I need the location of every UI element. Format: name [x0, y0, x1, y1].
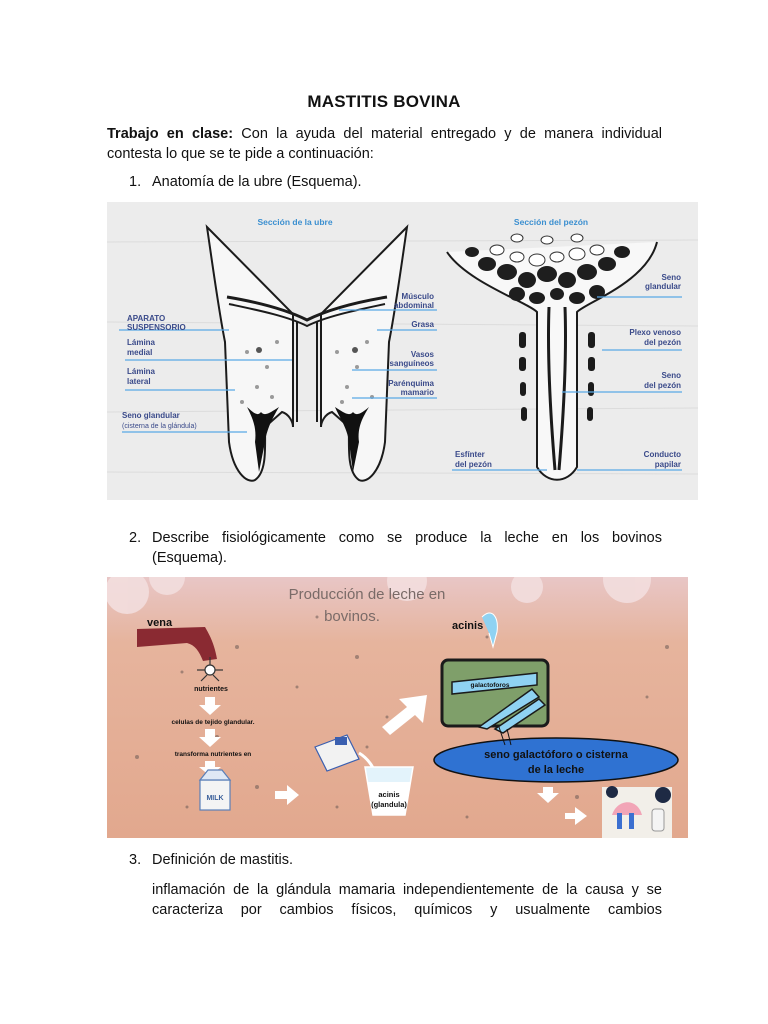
item-text: Definición de mastitis. — [152, 852, 294, 868]
label-seno-glandular-teat-1: Seno — [661, 273, 681, 282]
list-item-1: 1. Anatomía de la ubre (Esquema). — [129, 172, 662, 192]
item-text: Anatomía de la ubre (Esquema). — [152, 174, 362, 190]
speckle-texture — [135, 615, 669, 819]
list-item-2: 2. Describe fisiológicamente como se pro… — [129, 528, 662, 568]
label-vena: vena — [147, 617, 173, 629]
teat-section-drawing — [446, 233, 658, 481]
water-drop-icon — [481, 612, 498, 649]
label-plexo-1: Plexo venoso — [629, 328, 681, 337]
label-grasa: Grasa — [411, 320, 434, 329]
label-milk: MILK — [206, 795, 223, 802]
figure2-title-line1: Producción de leche en — [289, 586, 446, 603]
udder-anatomy-figure: Sección de la ubre Sección del pezón APA… — [107, 202, 698, 500]
udder-section-title: Sección de la ubre — [257, 217, 332, 227]
label-parenquima-1: Parénquima — [388, 379, 434, 388]
label-cisterna: (cisterna de la glándula) — [122, 423, 197, 430]
answer-paragraph: inflamación de la glándula mamaria indep… — [152, 882, 662, 918]
document-title: MASTITIS BOVINA — [307, 92, 461, 111]
label-lamina-medial-1: Lámina — [127, 338, 156, 347]
nutrient-molecule-icon — [197, 657, 223, 682]
figure2-title-line2: bovinos. — [324, 608, 380, 625]
label-aparato-1: APARATO — [127, 314, 165, 323]
item-number: 1. — [129, 174, 142, 190]
label-musculo-2: abdominal — [394, 301, 434, 310]
label-nutrientes: nutrientes — [194, 686, 228, 693]
label-seno-pezon-1: Seno — [661, 371, 681, 380]
arrow-down-icon — [199, 761, 221, 776]
item-text: Describe fisiológicamente como se produc… — [152, 530, 662, 566]
arrow-right-icon — [275, 785, 299, 805]
label-aparato-2: SUSPENSORIO — [127, 323, 186, 332]
label-seno-glandular-teat-2: glandular — [645, 282, 681, 291]
arrow-down-icon — [199, 729, 221, 747]
label-transforma: transforma nutrientes en — [175, 751, 252, 758]
label-seno-glandular: Seno glandular — [122, 411, 180, 420]
label-lamina-lateral-2: lateral — [127, 377, 151, 386]
arrow-right-icon — [565, 807, 587, 825]
label-celulas: celulas de tejido glandular. — [171, 719, 254, 726]
label-lamina-lateral-1: Lámina — [127, 367, 156, 376]
milk-production-figure: Producción de leche en bovinos. vena nut… — [107, 577, 688, 838]
label-conducto-1: Conducto — [644, 450, 681, 459]
label-seno-pezon-2: del pezón — [644, 381, 681, 390]
galactophore-box — [440, 658, 550, 734]
label-seno-galactoforo-2: de la leche — [528, 764, 584, 776]
intro-text: Con la ayuda del material entregado y de… — [107, 126, 663, 162]
arrow-down-icon — [199, 697, 221, 715]
list-item-3: 3. Definición de mastitis. — [129, 850, 662, 870]
label-musculo-1: Músculo — [402, 292, 435, 301]
vein-shape — [137, 627, 217, 661]
intro-paragraph: Trabajo en clase: Con la ayuda del mater… — [107, 124, 662, 164]
label-leader-lines — [119, 296, 682, 471]
label-parenquima-2: mamario — [401, 388, 434, 397]
intro-label: Trabajo en clase: — [107, 126, 234, 142]
label-acinis-top: acinis — [452, 620, 483, 632]
gland-cistern-shape — [247, 407, 369, 472]
label-vasos-1: Vasos — [411, 350, 435, 359]
arrow-down-icon — [537, 787, 559, 803]
label-acinis-bottom-2: (glandula) — [371, 800, 407, 809]
pouring-milk-icon — [314, 734, 414, 816]
label-plexo-2: del pezón — [644, 338, 681, 347]
label-lamina-medial-2: medial — [127, 348, 152, 357]
milk-carton-icon: MILK — [198, 769, 232, 811]
label-esfinter-1: Esfínter — [455, 450, 485, 459]
teat-section-title: Sección del pezón — [514, 217, 588, 227]
item-number: 2. — [129, 530, 142, 546]
label-conducto-2: papilar — [655, 460, 681, 469]
label-galactoforos: galactoforos — [470, 682, 509, 689]
arrow-up-right-icon — [382, 695, 427, 735]
item-number: 3. — [129, 852, 142, 868]
label-esfinter-2: del pezón — [455, 460, 492, 469]
label-vasos-2: sanguíneos — [390, 359, 435, 368]
milk-cistern-shape — [433, 737, 679, 783]
label-acinis-bottom-1: acinis — [378, 790, 399, 799]
label-seno-galactoforo-1: seno galactóforo o cisterna — [484, 749, 629, 761]
cow-udder-illustration — [602, 786, 672, 838]
